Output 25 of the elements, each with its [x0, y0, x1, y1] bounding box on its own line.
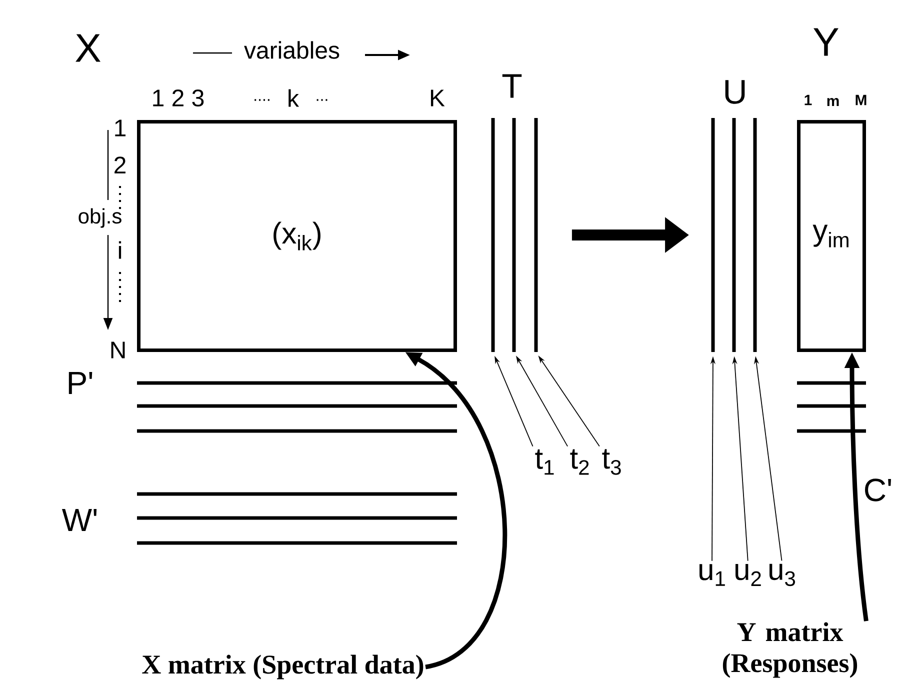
axis-label: N — [111, 342, 125, 358]
axis-label: P' — [68, 372, 92, 394]
axis-label: m — [827, 98, 839, 106]
vector-label: u$_{3}$ — [770, 564, 795, 586]
axis-label: K — [430, 90, 445, 106]
matrix-box: y$_{im}$ — [797, 120, 866, 352]
axis-label: C' — [865, 478, 891, 502]
vector-label: u$_{2}$ — [736, 564, 761, 586]
vector-label: t$_{2}$ — [570, 449, 589, 475]
axis-label: M — [856, 94, 866, 106]
axis-label: .... — [254, 99, 270, 101]
axis-label: X — [76, 34, 100, 62]
caption-text: X matrix (Spectral data) — [142, 654, 424, 680]
axis-label: variables — [244, 41, 340, 59]
vector-label: t$_{1}$ — [535, 449, 554, 475]
caption-text: Y matrix (Responses) — [722, 622, 858, 678]
axis-label: 1 — [804, 94, 812, 106]
matrix-box: (x$_{ik}$) — [137, 120, 457, 352]
axis-label: Y — [814, 28, 838, 56]
axis-label: ... — [316, 99, 328, 101]
vector-label: u$_{1}$ — [700, 564, 725, 586]
axis-label: W' — [62, 509, 97, 531]
axis-label: U — [725, 80, 745, 104]
vector-label: t$_{3}$ — [602, 449, 621, 475]
axis-label: T — [502, 74, 522, 98]
